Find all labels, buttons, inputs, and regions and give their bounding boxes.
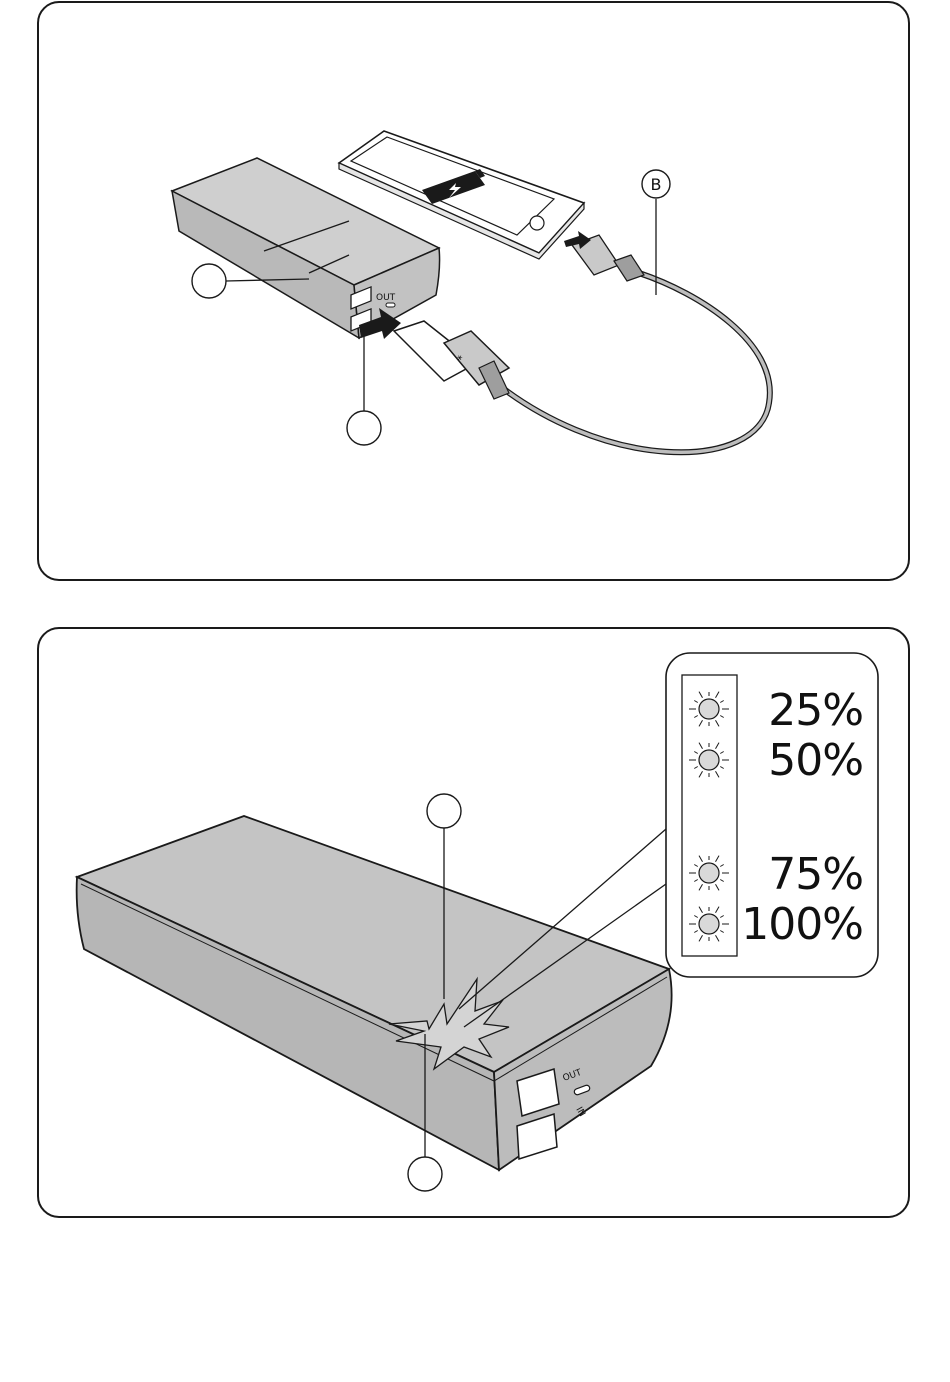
charging-phone-illustration: OUT ⚹ (39, 3, 912, 583)
led-level-75: 75% (768, 849, 863, 900)
usb-symbol-icon: ⚹ (457, 353, 463, 363)
callout-2 (347, 328, 381, 445)
port-out-label: OUT (376, 293, 396, 303)
led-level-25: 25% (768, 685, 863, 736)
usb-a-plug: ⚹ (394, 321, 509, 399)
top-illustration-panel: OUT ⚹ (37, 1, 910, 581)
led-level-50: 50% (768, 735, 863, 786)
bottom-illustration-panel: OUT IN 25% 50% 75% (37, 627, 910, 1218)
power-bank-large: OUT IN (77, 816, 672, 1170)
callout-b-label: B (651, 175, 662, 194)
led-level-100: 100% (741, 899, 863, 950)
